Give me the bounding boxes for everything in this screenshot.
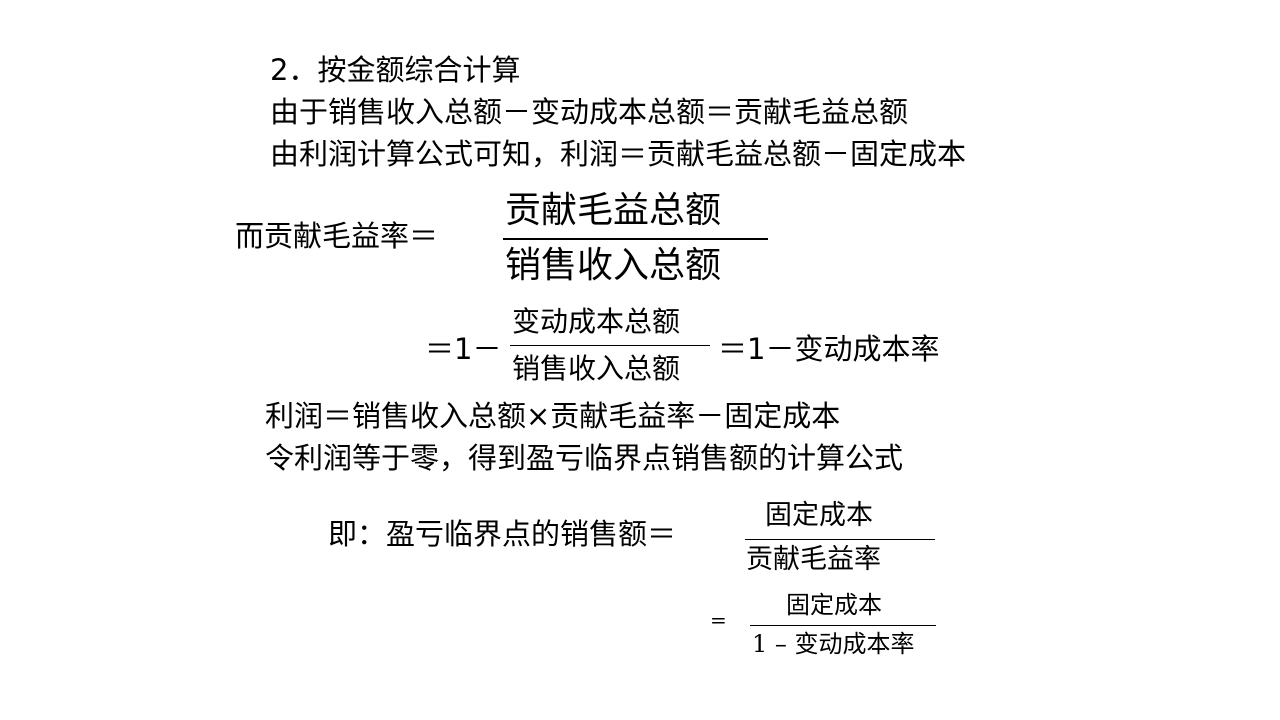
text-line-breakeven-intro: 令利润等于零，得到盈亏临界点销售额的计算公式 — [265, 441, 904, 475]
text-line-contribution-total: 由于销售收入总额－变动成本总额＝贡献毛益总额 — [270, 95, 909, 129]
formula-equals-sign: = — [710, 608, 727, 632]
fraction-numerator-fixed-cost: 固定成本 — [786, 591, 882, 619]
formula-breakeven-sales-label: 即：盈亏临界点的销售额＝ — [328, 517, 677, 551]
fraction-bar — [745, 539, 935, 540]
formula-variable-cost-ratio-suffix: ＝1－变动成本率 — [718, 332, 940, 366]
fraction-bar — [503, 238, 768, 240]
section-heading: 2．按金额综合计算 — [270, 53, 521, 87]
fraction-denominator-sales-total: 销售收入总额 — [512, 352, 681, 385]
fraction-bar — [510, 345, 710, 346]
text-line-profit-equation: 利润＝销售收入总额×贡献毛益率－固定成本 — [265, 399, 841, 433]
fraction-bar — [750, 625, 936, 626]
fraction-denominator-sales-total: 销售收入总额 — [505, 245, 722, 286]
fraction-numerator-variable-cost-total: 变动成本总额 — [512, 305, 681, 338]
text-line-profit-formula: 由利润计算公式可知，利润＝贡献毛益总额－固定成本 — [270, 137, 967, 171]
fraction-denominator-one-minus-variable-ratio: 1 – 变动成本率 — [752, 630, 915, 658]
formula-contribution-ratio-label: 而贡献毛益率＝ — [235, 219, 439, 253]
fraction-denominator-contribution-ratio: 贡献毛益率 — [746, 544, 881, 575]
fraction-numerator-fixed-cost: 固定成本 — [765, 500, 873, 531]
fraction-numerator-contribution-total: 贡献毛益总额 — [505, 190, 722, 231]
formula-one-minus-prefix: ＝1－ — [425, 332, 502, 366]
